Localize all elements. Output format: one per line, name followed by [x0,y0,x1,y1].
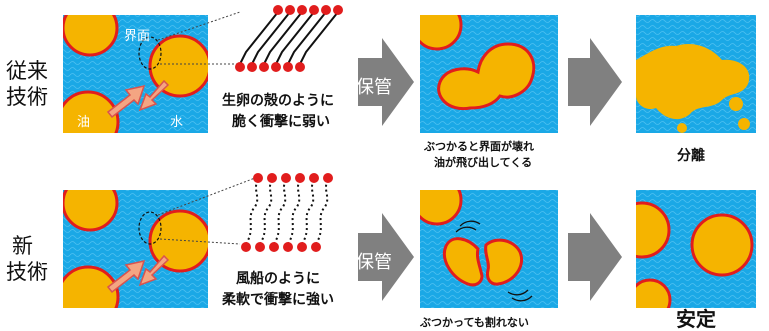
membrane-caption-line1: 風船のように [236,270,320,287]
oil-droplet [677,123,687,133]
oil-droplet [729,97,743,111]
storage-step-label: 保管 [356,77,392,98]
separated-oil-mass [636,43,750,120]
storage-step-label: 保管 [356,252,392,273]
interface-highlight-circle [138,36,162,70]
collision-caption: ぶつかっても割れない [419,315,529,329]
panel-bouncing-droplets [420,190,558,308]
result-arrow [568,213,622,301]
panel-stable [636,190,756,308]
membrane-caption-line1: 生卵の殻のように [222,92,334,109]
row-label-line2: 技術 [6,260,48,284]
oil-droplet [63,15,119,57]
result-label: 分離 [677,147,705,164]
panel-separated [636,15,756,133]
flexible-membrane [241,173,333,252]
panel-initial-emulsion [63,15,208,133]
oil-droplet [63,90,120,133]
oil-droplet [690,213,754,277]
oil-droplet [420,15,463,51]
panel-coalescing-droplets [420,15,558,133]
rigid-membrane [235,5,343,72]
deformed-oil-droplet [443,237,484,287]
oil-droplet [63,265,120,308]
merged-oil-droplet [437,42,536,111]
oil-droplet [692,88,708,104]
collision-arrow [106,259,146,294]
oil-droplet [636,278,672,308]
collision-caption-line1: ぶつかると界面が壊れ [423,139,534,153]
row-label-line1: 新 [12,234,33,258]
collision-arrow [106,84,146,119]
vibration-mark [507,289,533,302]
oil-label: 油 [77,115,90,130]
collision-arrow [138,254,170,287]
deformed-oil-droplet [484,238,523,286]
membrane-caption-line2: 柔軟で衝撃に強い [221,291,334,308]
oil-droplet [420,190,463,226]
collision-caption-line2: 油が飛び出してくる [434,155,532,169]
oil-droplet [636,201,671,259]
oil-droplet [738,118,750,130]
row-new-technology: 新 技術 [6,173,756,331]
row-label-line1: 従来 [6,59,48,83]
vibration-mark [455,220,481,233]
water-label: 水 [170,115,183,130]
row-label-line2: 技術 [6,85,48,109]
zoom-line [159,238,241,245]
zoom-line [157,11,241,41]
oil-droplet [63,190,119,232]
interface-label: 界面 [124,29,150,44]
zoom-line [157,177,256,216]
membrane-caption-line2: 脆く衝撃に弱い [231,113,330,130]
panel-initial-emulsion [63,190,208,308]
row-conventional: 従来 技術 界面 油 水 [6,5,756,169]
interface-highlight-circle [138,211,162,245]
storage-step-arrow [358,213,414,301]
result-arrow [568,38,622,126]
result-label: 安定 [676,307,716,331]
collision-arrow [138,79,170,112]
storage-step-arrow [358,38,414,126]
